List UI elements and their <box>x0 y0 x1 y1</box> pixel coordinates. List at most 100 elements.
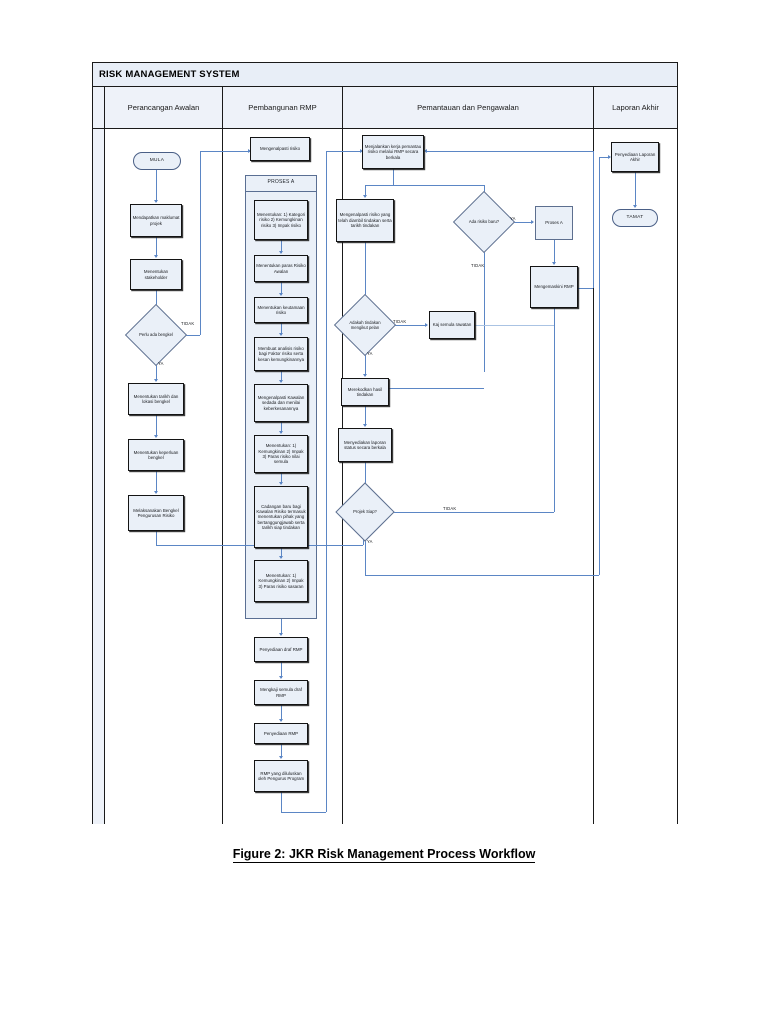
group-header-divider <box>246 191 316 192</box>
arrowhead <box>531 219 534 224</box>
node-menentukan-keperluan-bengkel: Menentukan keperluan bengkel <box>128 439 184 471</box>
figure-caption-text: Figure 2: JKR Risk Management Process Wo… <box>232 847 536 863</box>
node-penyediaan-laporan-akhir: Penyediaan Laporan Akhir <box>611 142 659 172</box>
arrowhead <box>360 148 363 153</box>
node-membuat-analisis-risiko: Membuat analisis risiko bagi Faktor risi… <box>254 337 308 371</box>
node-label: Mengenalpasti risiko yang telah diambil … <box>338 212 392 229</box>
arrowhead <box>425 322 428 327</box>
node-cadangan-baru-kawalan-risiko: Cadangan baru bagi Kawalan Risiko termas… <box>254 486 308 548</box>
connector-d1-tidak-v <box>200 151 201 335</box>
connector-group-to-n2 <box>281 619 282 635</box>
node-label: Mengemaskini RMP <box>534 284 574 290</box>
connector-n2-n3 <box>281 662 282 678</box>
swimlane-header-row: Perancangan Awalan Pembangunan RMP Peman… <box>93 87 677 129</box>
node-label: Melaksanakan Bengkel Pengurusan Risiko <box>133 507 179 518</box>
diagram-title-bar: RISK MANAGEMENT SYSTEM <box>93 63 677 87</box>
connector-n1-fork-v <box>393 169 394 185</box>
arrowhead <box>552 262 556 265</box>
arrowhead <box>279 431 283 434</box>
connector-lane4-into-n1 <box>599 157 610 158</box>
arrowhead <box>363 195 367 198</box>
connector-n6-n7 <box>365 406 366 426</box>
node-tamat: TAMAT <box>612 209 658 227</box>
arrowhead <box>248 148 251 153</box>
arrowhead <box>424 148 427 153</box>
connector-n3-n4 <box>281 705 282 721</box>
node-label: Penyediaan draf RMP <box>259 646 303 652</box>
edge-label-ya: YA <box>367 539 373 544</box>
connector-g2-g3 <box>281 282 282 295</box>
node-menentukan-kemungkinan-impak-nilai-semula: Menentukan: 1) Kemungkinan 2) Impak 3) P… <box>254 435 308 473</box>
node-menjalankan-kerja-pemantau-risiko: Menjalankan kerja pemantau risiko melalu… <box>362 135 424 169</box>
connector-g4-g5 <box>281 371 282 382</box>
node-label: Mengenalpasti Kawalan sedada dan menilai… <box>257 394 305 411</box>
connector-fork-left <box>365 185 366 197</box>
connector-prosesa-to-n4 <box>554 240 555 264</box>
node-kaji-semula-rawatan: Kaj semula rawatan <box>429 311 475 339</box>
connector-n4-n5 <box>281 744 282 758</box>
diagram-frame: RISK MANAGEMENT SYSTEM Perancangan Awala… <box>92 62 678 824</box>
arrowhead <box>279 556 283 559</box>
lane-header-perancangan-awalan: Perancangan Awalan <box>105 87 223 128</box>
decision-label: Perlu ada bengkel <box>139 332 173 338</box>
diagram-title: RISK MANAGEMENT SYSTEM <box>99 69 240 80</box>
node-penyediaan-draf-rmp: Penyediaan draf RMP <box>254 637 308 662</box>
connector-lane2-exit-v1 <box>281 792 282 812</box>
decision-label: Ada risiko baru? <box>468 219 500 225</box>
connector-tidak-into-merekodkan <box>389 388 484 389</box>
node-mengkaji-semula-draf-rmp: Mengkaji semula draf RMP <box>254 680 308 705</box>
arrowhead <box>279 719 283 722</box>
node-melaksanakan-bengkel-pengurusan-risiko: Melaksanakan Bengkel Pengurusan Risiko <box>128 495 184 531</box>
arrowhead <box>279 293 283 296</box>
node-menentukan-stakeholder: Menentukan stakeholder <box>130 259 182 290</box>
connector-d3-ya-v <box>365 533 366 575</box>
connector-n5-exit-v <box>156 531 157 545</box>
node-label: Menyediakan laporan status secara berkal… <box>344 439 386 450</box>
arrowhead <box>363 374 367 377</box>
node-label: Cadangan baru bagi Kawalan Risiko termas… <box>256 503 306 531</box>
arrowhead <box>154 255 158 258</box>
figure-caption: Figure 2: JKR Risk Management Process Wo… <box>0 845 768 863</box>
group-label: PROSES A <box>267 179 295 185</box>
lane-header-pembangunan-rmp: Pembangunan RMP <box>223 87 343 128</box>
edge-label-tidak: TIDAK <box>471 263 485 268</box>
decision-perlu-ada-bengkel: Perlu ada bengkel <box>124 303 188 367</box>
connector-d1-tidak-h <box>178 335 200 336</box>
swimlane-body-row <box>93 129 677 824</box>
node-label: Menentukan: 1) Kategori risiko 2) Kemung… <box>256 211 306 228</box>
arrowhead <box>363 424 367 427</box>
connector-lane2-exit-v2 <box>326 151 327 812</box>
lane-header-pemantauan-dan-pengawalan: Pemantauan dan Pengawalan <box>343 87 594 128</box>
arrowhead <box>633 205 637 208</box>
connector-g7-g8 <box>281 548 282 558</box>
connector-n4-feedback-h <box>578 288 593 289</box>
decision-label: Adakah tindakan mengikut pelan <box>349 319 381 330</box>
node-mula: MULA <box>133 152 181 170</box>
lane-body-laporan-akhir <box>594 129 677 824</box>
node-mengenalpasti-risiko: Mengenalpasti risiko <box>250 137 310 161</box>
arrowhead <box>279 482 283 485</box>
arrowhead <box>154 435 158 438</box>
arrowhead <box>279 633 283 636</box>
connector-g1-g2 <box>281 240 282 253</box>
node-label: Membuat analisis risiko bagi Faktor risi… <box>257 345 305 362</box>
connector-kaji-to-rmp <box>475 325 554 326</box>
lane-body-pemantauan-dan-pengawalan <box>343 129 594 824</box>
connector-n3-to-n4 <box>156 415 157 437</box>
node-menyediakan-laporan-status: Menyediakan laporan status secara berkal… <box>338 428 392 462</box>
connector-n2-to-d2 <box>365 242 366 303</box>
node-label: Menentukan stakeholder <box>143 269 169 280</box>
connector-n4-feedback-top <box>427 151 593 152</box>
node-label: Penyediaan Laporan Akhir <box>614 151 656 162</box>
node-label: RMP yang diluluskan oleh Pengurus Progra… <box>257 770 305 781</box>
connector-lane2-to-lane3 <box>326 151 362 152</box>
edge-label-tidak: TIDAK <box>181 321 195 326</box>
connector-n2-to-d1 <box>156 290 157 310</box>
node-label: Proses A <box>545 220 563 226</box>
node-label: Menentukan keutamaan risiko <box>257 304 305 315</box>
node-mengemaskini-rmp: Mengemaskini RMP <box>530 266 578 308</box>
arrowhead <box>279 756 283 759</box>
node-label: Mengenalpasti risiko <box>259 146 301 152</box>
arrowhead <box>154 200 158 203</box>
